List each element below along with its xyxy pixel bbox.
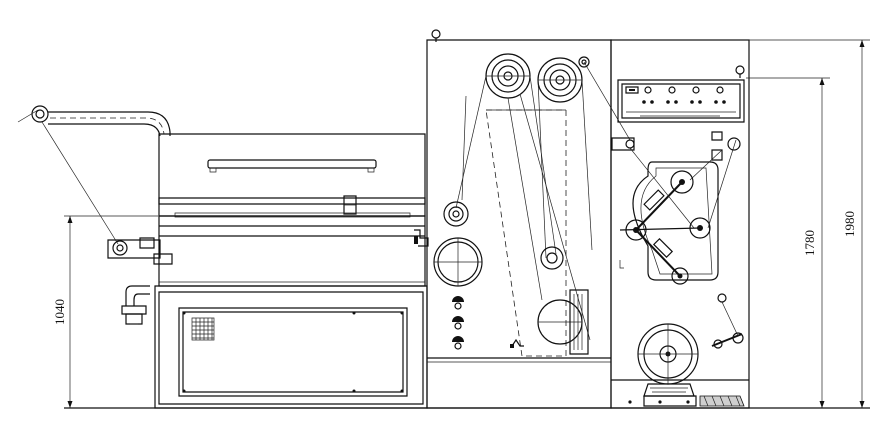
vent-grille <box>192 318 214 340</box>
side-controls <box>452 296 464 349</box>
capstan-upper-left <box>486 54 530 98</box>
dimension-1040: 1040 <box>52 216 158 408</box>
dimension-label-1040: 1040 <box>52 299 67 325</box>
capstan-upper-right <box>538 58 582 102</box>
dimension-label-1980: 1980 <box>842 211 857 237</box>
drawing-machine-body <box>108 134 428 408</box>
takeup-unit <box>584 40 749 408</box>
capstan-tower <box>427 30 611 408</box>
dimension-label-1780: 1780 <box>802 230 817 256</box>
dimension-1980: 1980 <box>612 40 870 408</box>
payoff-arm <box>18 106 170 244</box>
control-panel <box>618 80 744 122</box>
dimension-1780: 1780 <box>746 78 830 408</box>
